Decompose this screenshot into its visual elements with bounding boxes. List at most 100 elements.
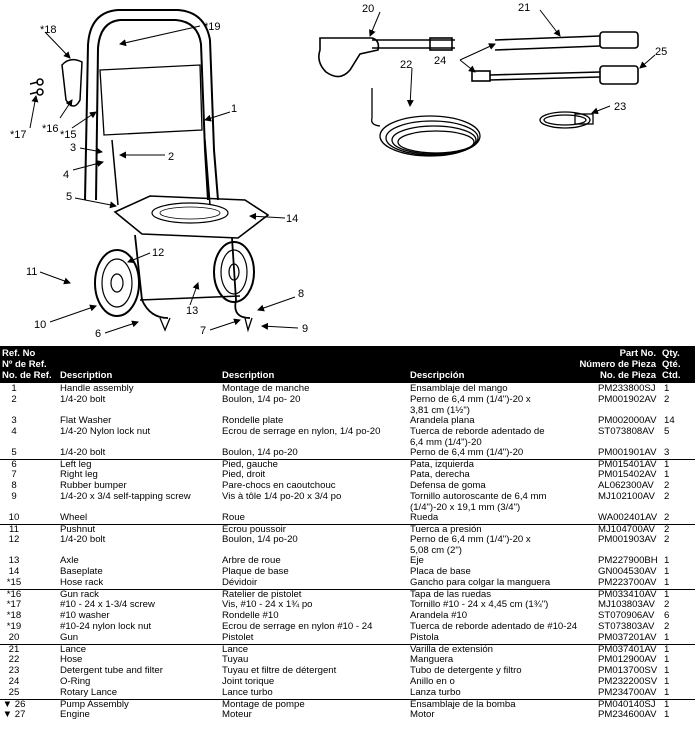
ref-cell: 25 (8, 687, 20, 698)
part-number-cell: PM037401AV (598, 644, 657, 655)
callout-9: 9 (302, 323, 308, 335)
quantity-cell: 2 (664, 394, 670, 405)
ref-cell: 9 (11, 491, 17, 502)
header-ref: Ref. No Nº de Ref. No. de Ref. (2, 348, 52, 381)
ref-cell: *16 (6, 589, 22, 600)
gun-rack-drawing (29, 58, 83, 107)
wheel-drawing (94, 241, 255, 317)
quantity-cell: 1 (664, 566, 670, 577)
description-es-cell: Anillo en o (410, 676, 455, 687)
callout-22: 22 (400, 59, 412, 71)
header-description-es: Descripción (410, 370, 465, 381)
part-number-cell: PM234600AV (598, 709, 657, 720)
part-number-cell: PM227900BH (598, 555, 658, 566)
quantity-cell: 1 (664, 654, 670, 665)
description-en-cell: Baseplate (60, 566, 103, 577)
ref-cell: 20 (8, 632, 20, 643)
part-number-cell: PM012900AV (598, 654, 657, 665)
ref-cell: *19 (6, 621, 22, 632)
description-fr-cell: Pied, gauche (222, 459, 279, 470)
description-fr-cell: Ratelier de pistolet (222, 589, 302, 600)
description-fr-cell: Boulon, 1/4 po-20 (222, 447, 298, 458)
description-en-cell: Axle (60, 555, 79, 566)
ref-cell: 22 (8, 654, 20, 665)
description-en-cell: Gun (60, 632, 79, 643)
description-en-cell: 1/4-20 bolt (60, 394, 106, 405)
quantity-cell: 2 (664, 524, 670, 535)
ref-cell: 13 (8, 555, 20, 566)
part-number-cell: MJ102100AV (598, 491, 655, 502)
quantity-cell: 1 (664, 589, 670, 600)
part-number-cell: PM001903AV (598, 534, 657, 545)
quantity-cell: 2 (664, 534, 670, 545)
ref-cell: *15 (6, 577, 22, 588)
part-number-cell: PM013700SV (598, 665, 658, 676)
description-fr-cell: Boulon, 1/4 po-20 (222, 534, 298, 545)
quantity-cell: 1 (664, 469, 670, 480)
ref-cell: 3 (11, 415, 17, 426)
quantity-cell: 1 (664, 555, 670, 566)
description-en-cell: Rotary Lance (60, 687, 118, 698)
part-number-cell: PM232200SV (598, 676, 658, 687)
description-fr-cell: Ecrou de serrage en nylon #10 - 24 (222, 621, 373, 632)
description-fr-cell: Joint torique (222, 676, 275, 687)
description-es-cell: Arandela #10 (410, 610, 468, 621)
description-es-cell: Pistola (410, 632, 439, 643)
quantity-cell: 3 (664, 447, 670, 458)
description-es-cell: Perno de 6,4 mm (1/4")-20 x 5,08 cm (2") (410, 534, 531, 556)
ref-cell: 21 (8, 644, 20, 655)
description-en-cell: O-Ring (60, 676, 91, 687)
callout-5: 5 (66, 191, 72, 203)
callout-18: *18 (40, 24, 57, 36)
header-description-fr: Description (222, 370, 275, 381)
ref-cell: *18 (6, 610, 22, 621)
description-es-cell: Tapa de las ruedas (410, 589, 492, 600)
ref-cell: 2 (11, 394, 17, 405)
cart-frame-drawing (84, 9, 270, 333)
callout-25: 25 (655, 46, 667, 58)
callout-15: *15 (60, 129, 77, 141)
description-es-cell: Tornillo #10 - 24 x 4,45 cm (1¾") (410, 599, 549, 610)
description-en-cell: 1/4-20 bolt (60, 534, 106, 545)
callout-17: *17 (10, 129, 27, 141)
description-es-cell: Pata, derecha (410, 469, 470, 480)
description-es-cell: Pata, izquierda (410, 459, 474, 470)
part-number-cell: WA002401AV (598, 512, 658, 523)
table-row: 2 1/4-20 bolt Boulon, 1/4 po- 20 Perno de 6… (0, 394, 695, 416)
description-fr-cell: Rondelle plate (222, 415, 284, 426)
description-fr-cell: Moteur (222, 709, 252, 720)
description-en-cell: Left leg (60, 459, 92, 470)
description-en-cell: 1/4-20 Nylon lock nut (60, 426, 151, 437)
callout-1: 1 (231, 103, 237, 115)
quantity-cell: 14 (664, 415, 675, 426)
part-number-cell: PM015402AV (598, 469, 657, 480)
description-en-cell: Pump Assembly (60, 699, 129, 710)
callout-11: 11 (26, 266, 37, 278)
description-fr-cell: Boulon, 1/4 po- 20 (222, 394, 301, 405)
callout-14: 14 (286, 213, 298, 225)
callout-21: 21 (518, 2, 530, 14)
description-fr-cell: Ecrou poussoir (222, 524, 286, 535)
callout-4: 4 (63, 169, 69, 181)
gun-lance-drawing (318, 31, 639, 85)
description-fr-cell: Lance (222, 644, 249, 655)
description-es-cell: Perno de 6,4 mm (1/4")-20 x 3,81 cm (1½"… (410, 394, 531, 416)
quantity-cell: 1 (664, 676, 670, 687)
callout-24: 24 (434, 55, 446, 67)
description-en-cell: Pushnut (60, 524, 96, 535)
ref-cell: 10 (8, 512, 20, 523)
description-en-cell: #10 washer (60, 610, 110, 621)
